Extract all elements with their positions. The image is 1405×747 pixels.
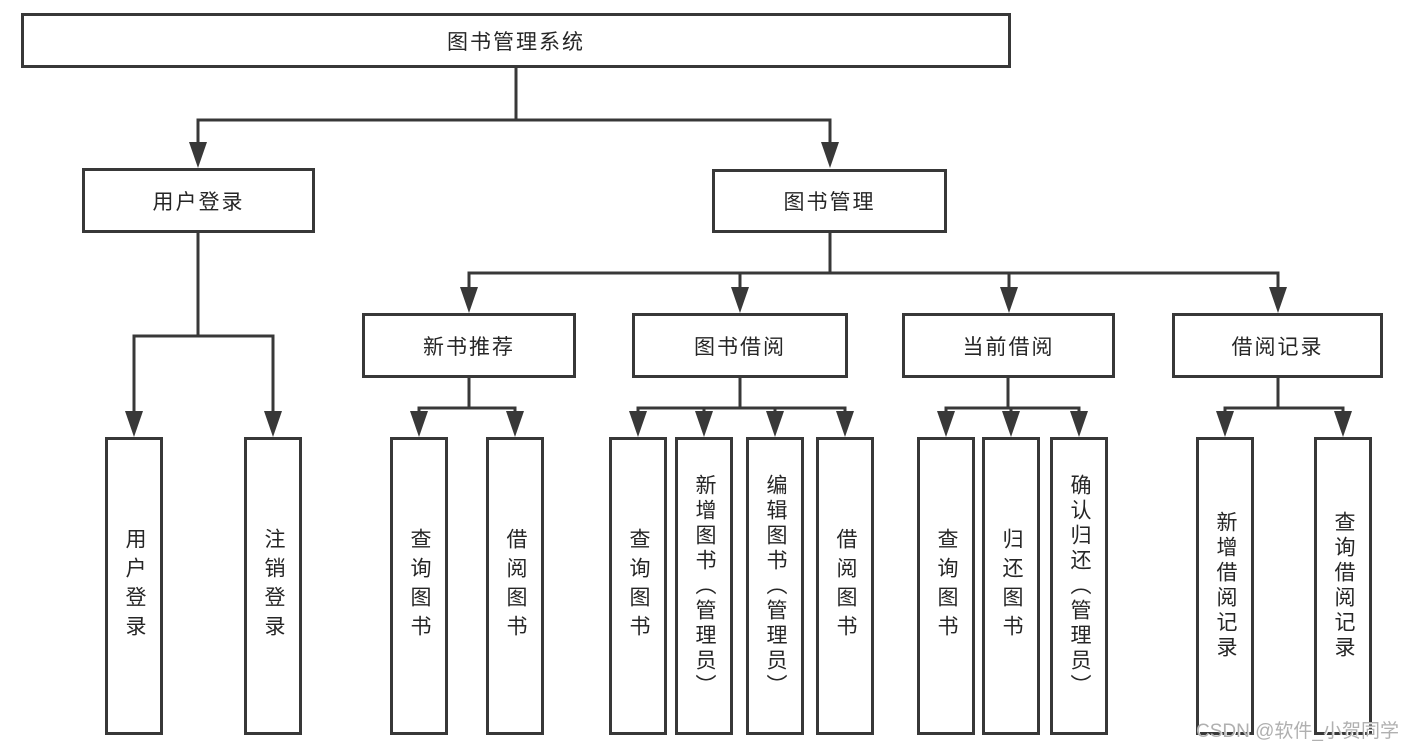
node-book-management: 图书管理 (712, 169, 947, 233)
connector-user-split (132, 233, 275, 414)
leaf-borrow-add-book-admin: 新增图书（管理员） (675, 437, 733, 735)
connector-root-split (196, 68, 832, 144)
connector-newbook-split (417, 378, 517, 416)
leaf-newbook-borrow-book: 借阅图书 (486, 437, 544, 735)
node-current-borrow: 当前借阅 (902, 313, 1115, 378)
leaf-records-query-record: 查询借阅记录 (1314, 437, 1372, 735)
node-book-borrow: 图书借阅 (632, 313, 848, 378)
leaf-borrow-query-book: 查询图书 (609, 437, 667, 735)
node-root: 图书管理系统 (21, 13, 1011, 68)
leaf-logout-login: 注销登录 (244, 437, 302, 735)
node-user-login: 用户登录 (82, 168, 315, 233)
connector-mgmt-split (467, 233, 1280, 290)
leaf-borrow-borrow-book: 借阅图书 (816, 437, 874, 735)
leaf-newbook-query-book: 查询图书 (390, 437, 448, 735)
leaf-records-add-record: 新增借阅记录 (1196, 437, 1254, 735)
leaf-current-confirm-return-admin: 确认归还（管理员） (1050, 437, 1108, 735)
leaf-user-login: 用户登录 (105, 437, 163, 735)
csdn-watermark: CSDN @软件_小贺同学 (1196, 721, 1399, 742)
connector-borrow-split (636, 378, 847, 416)
connector-current-split (944, 378, 1081, 416)
connector-records-split (1223, 378, 1345, 416)
node-new-book-recommend: 新书推荐 (362, 313, 576, 378)
node-borrow-records: 借阅记录 (1172, 313, 1383, 378)
leaf-current-return-book: 归还图书 (982, 437, 1040, 735)
leaf-borrow-edit-book-admin: 编辑图书（管理员） (746, 437, 804, 735)
leaf-current-query-book: 查询图书 (917, 437, 975, 735)
